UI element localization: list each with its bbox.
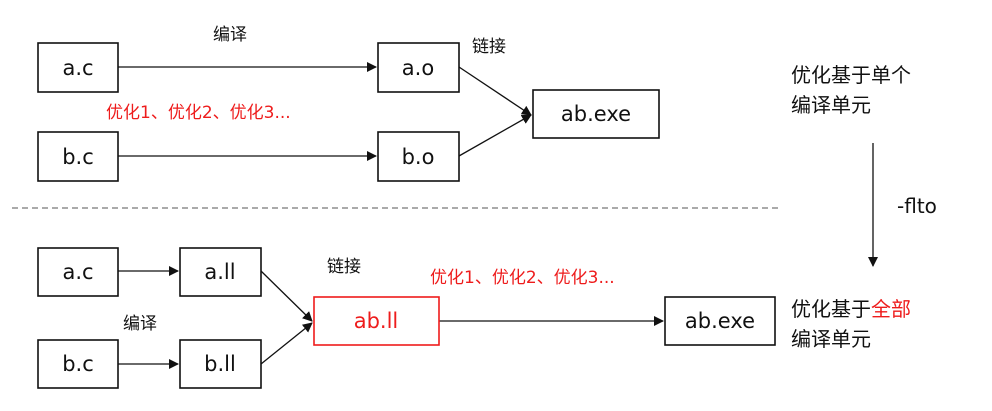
box-b-o: [377, 131, 460, 182]
arrow-ao-to-exe: [458, 66, 532, 116]
top-note-line2: 编译单元: [791, 93, 871, 117]
box-b-c-label: b.c: [62, 145, 94, 169]
arrow-bll-to-abll: [260, 322, 313, 365]
bottom-note-line1: 优化基于全部: [791, 297, 911, 321]
box-b-c-lto-label: b.c: [62, 352, 94, 376]
label-compile-lto: 编译: [123, 314, 157, 334]
top-note-line1: 优化基于单个: [791, 63, 911, 87]
box-ab-exe: [532, 89, 660, 139]
box-ab-ll-label: ab.ll: [354, 309, 399, 333]
box-ab-ll: [313, 296, 440, 346]
box-ab-exe-lto: [664, 296, 776, 346]
label-optimizations-lto: 优化1、优化2、优化3...: [430, 268, 615, 288]
box-a-c-lto: [37, 247, 119, 297]
bottom-note-highlight: 全部: [871, 297, 911, 321]
box-a-c-lto-label: a.c: [62, 260, 93, 284]
box-b-c: [37, 131, 119, 182]
box-a-c-label: a.c: [62, 56, 93, 80]
box-ab-exe-lto-label: ab.exe: [685, 309, 755, 333]
box-b-c-lto: [37, 339, 119, 389]
label-link: 链接: [472, 37, 506, 57]
bottom-section: a.c b.c a.ll b.ll ab.ll ab.exe 链接 编译 优化1…: [37, 247, 776, 389]
label-link-lto: 链接: [327, 257, 361, 277]
arrow-bo-to-exe: [458, 114, 532, 157]
label-optimizations: 优化1、优化2、优化3...: [106, 103, 291, 123]
box-a-ll: [179, 247, 262, 297]
arrow-all-to-abll: [260, 270, 313, 322]
label-compile: 编译: [213, 25, 247, 45]
box-b-ll: [179, 339, 262, 389]
box-b-ll-label: b.ll: [204, 352, 236, 376]
box-a-o: [377, 42, 460, 93]
bottom-note-line2: 编译单元: [791, 327, 871, 351]
flto-flag: -flto: [897, 194, 937, 218]
bottom-note-prefix: 优化基于: [791, 297, 871, 321]
box-a-c: [37, 42, 119, 93]
box-ab-exe-label: ab.exe: [561, 102, 631, 126]
box-a-ll-label: a.ll: [204, 260, 235, 284]
box-b-o-label: b.o: [402, 145, 435, 169]
box-a-o-label: a.o: [402, 56, 434, 80]
top-section: a.c b.c a.o b.o ab.exe 编译 链接 优化1、优化2、优化3…: [37, 25, 660, 182]
side-notes: 优化基于单个 编译单元 -flto 优化基于全部 编译单元: [791, 63, 937, 351]
